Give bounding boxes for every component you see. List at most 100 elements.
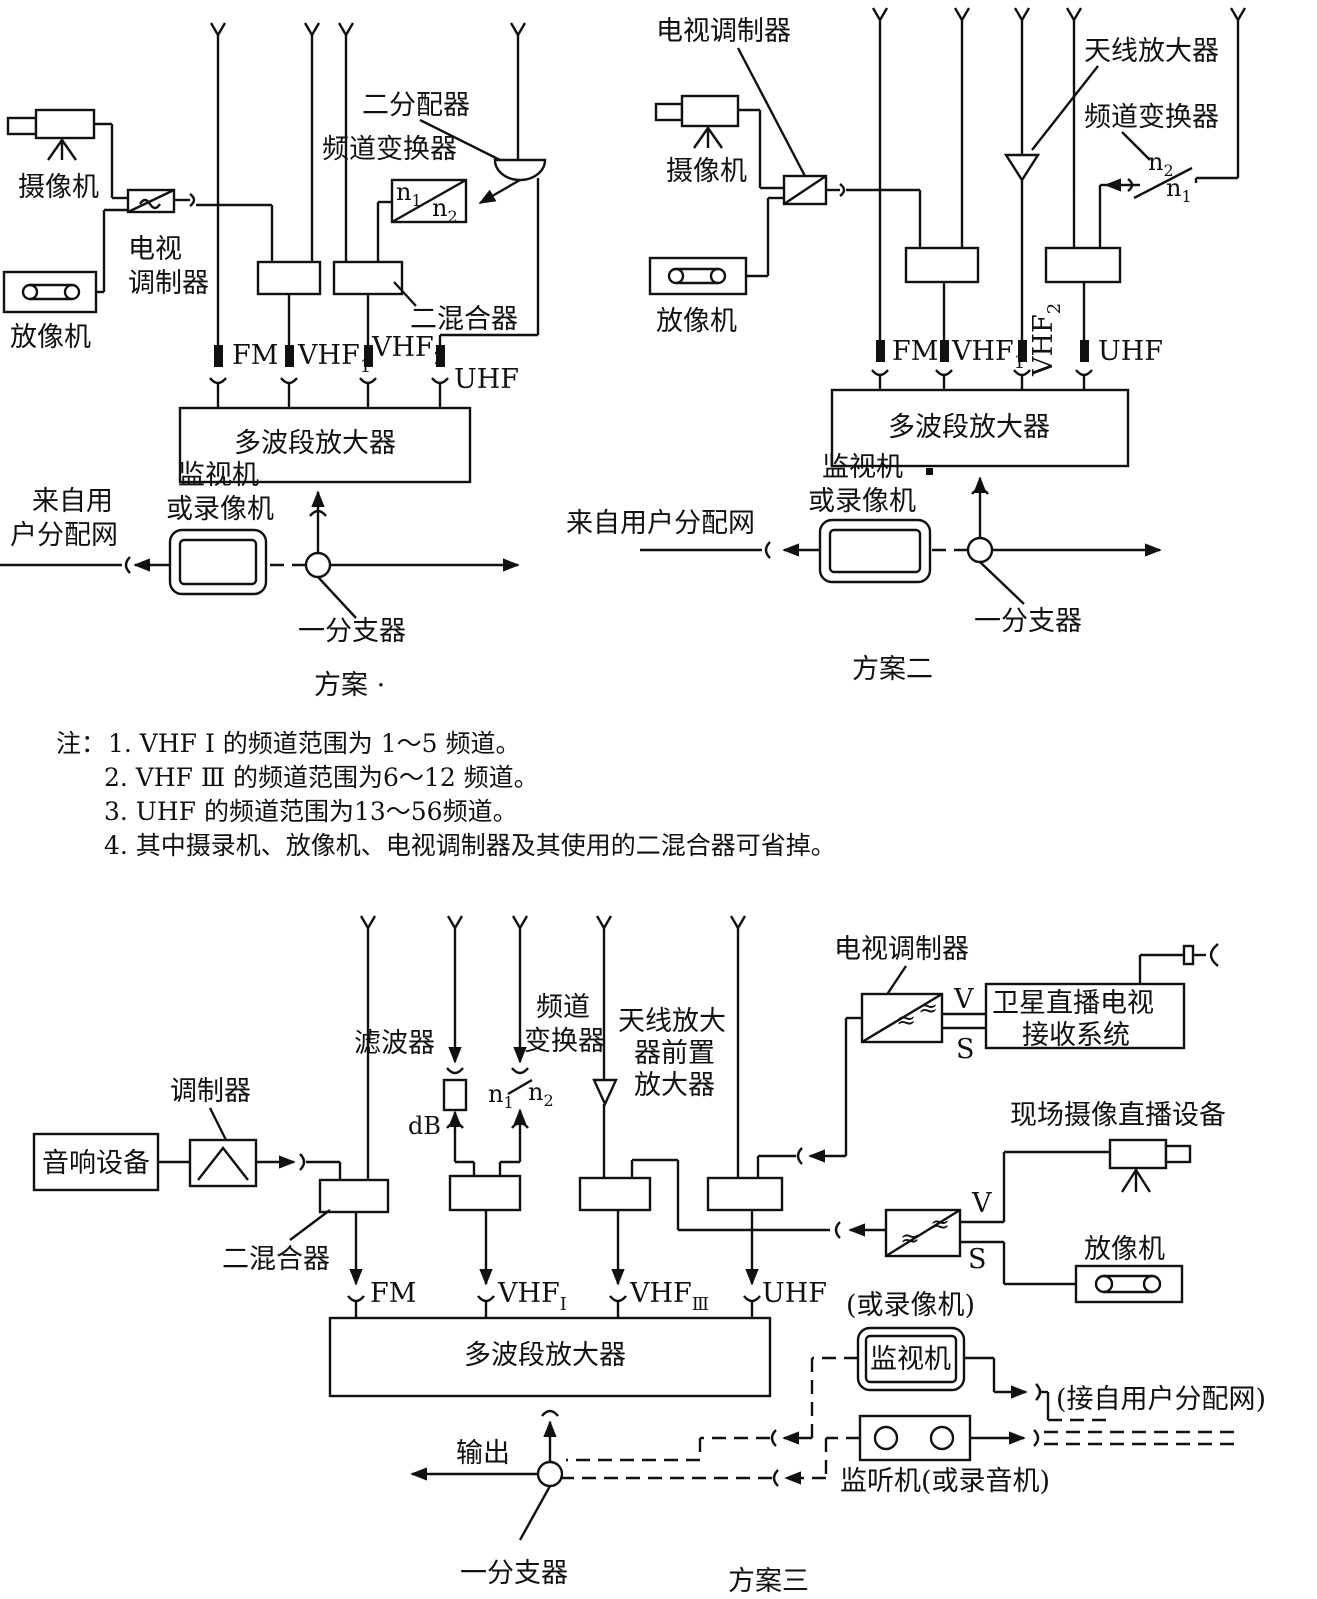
- mixer-box: [1044, 246, 1122, 284]
- listener-icon: [858, 1414, 972, 1462]
- amplifier-label: 多波段放大器: [464, 1340, 626, 1371]
- svg-text:n1: n1: [1166, 174, 1192, 206]
- n2-label: n: [432, 194, 447, 222]
- audio-equipment-box: [32, 1132, 160, 1192]
- vcr-label: 放像机: [656, 306, 737, 337]
- svg-text:≈: ≈: [918, 994, 938, 1022]
- monitor-label-line2: 或录像机: [808, 486, 916, 517]
- monitor-label: 监视机: [870, 1344, 951, 1375]
- antenna-icon: [209, 21, 227, 345]
- multiband-amplifier: [328, 1316, 772, 1398]
- tv-modulator-icon: [126, 188, 176, 214]
- satellite-receiver-box: [984, 982, 1186, 1050]
- converter-label-line2: 变换器: [524, 1026, 605, 1057]
- multiband-amplifier: [830, 388, 1130, 468]
- from-user-label-line1: 来自用: [32, 486, 113, 517]
- preamplifier-icon: [592, 1078, 618, 1107]
- antenna-icon: [595, 914, 613, 1080]
- svg-text:≈: ≈: [930, 1210, 950, 1238]
- vhf2-subscript: 2: [434, 348, 445, 369]
- n2-label: n: [528, 1078, 543, 1106]
- antenna-icon: [871, 6, 889, 340]
- svg-text:n1: n1: [488, 1080, 514, 1112]
- converter-label: 频道变换器: [1084, 102, 1219, 133]
- vhf3-label: VHFⅢ: [629, 1278, 709, 1315]
- channel-converter-icon: n2 n1: [1133, 148, 1193, 206]
- channel-converter-icon: n1 n2: [390, 178, 468, 226]
- n2-subscript: 2: [1163, 161, 1173, 180]
- modulator-label-line2: 调制器: [128, 268, 209, 299]
- modulator-label-line1: 电视: [128, 234, 182, 265]
- s-label-mid: S: [968, 1244, 987, 1275]
- uhf-label: UHF: [762, 1278, 827, 1309]
- camera-label: 摄像机: [18, 172, 99, 203]
- scheme-2: 电视调制器 天线放大器 频道变换器 摄像机: [566, 6, 1247, 685]
- antenna-icon: [1013, 6, 1031, 155]
- svg-text:n2: n2: [528, 1078, 554, 1110]
- note-3: 3. UHF 的频道范围为13～56频道。: [104, 797, 518, 826]
- antenna-icon: [509, 21, 527, 140]
- scheme2-caption: 方案二: [852, 654, 933, 685]
- antenna-icon: [1229, 6, 1247, 178]
- antenna-amplifier-label: 天线放大器: [1084, 36, 1219, 67]
- tv-modulator-label: 电视调制器: [656, 16, 791, 47]
- svg-text:n2: n2: [432, 194, 458, 226]
- uhf-label: UHF: [454, 364, 519, 395]
- vhf1-text: VHF: [951, 336, 1014, 367]
- mixer-box: [706, 1176, 784, 1212]
- n2-subscript: 2: [447, 207, 457, 226]
- n1-subscript: 1: [503, 1093, 513, 1112]
- scheme-3: 滤波器 频道 变换器 天线放大 器前置 放大器 dB n1 n2 电视调制器: [32, 914, 1266, 1597]
- antenna-icon: [446, 914, 464, 1064]
- vhf2-subscript: 2: [1044, 303, 1065, 314]
- tap-label: 一分支器: [460, 1558, 568, 1589]
- monitor-icon: [168, 528, 268, 596]
- n2-subscript: 2: [543, 1091, 553, 1110]
- vcr-label: 放像机: [1084, 1234, 1165, 1265]
- camera-label: 摄像机: [666, 156, 747, 187]
- modulator-label: 调制器: [170, 1076, 251, 1107]
- tap-icon: [304, 551, 332, 579]
- to-user-label: (接自用户分配网): [1056, 1384, 1266, 1415]
- antenna-icon: [359, 914, 377, 1180]
- fm-label: FM: [370, 1278, 416, 1309]
- vhf2-text: VHF: [1028, 314, 1059, 377]
- monitor-icon: [818, 518, 932, 584]
- antenna-icon: [1065, 6, 1083, 190]
- vhf3-text: VHF: [629, 1278, 692, 1309]
- note-4: 4. 其中摄录机、放像机、电视调制器及其使用的二混合器可省掉。: [104, 831, 836, 860]
- mixer-label: 二混合器: [410, 304, 518, 335]
- s-label-top: S: [956, 1034, 975, 1065]
- vhf1-subscript: 1: [360, 356, 371, 377]
- scheme1-caption: 方案 ·: [314, 670, 385, 701]
- listener-label: 监听机(或录音机): [840, 1466, 1050, 1497]
- vhf2-text: VHF: [371, 332, 434, 363]
- antenna-icon: [303, 21, 321, 205]
- notes: 注： 1. VHF Ⅰ 的频道范围为 1～5 频道。 2. VHF Ⅲ 的频道范…: [56, 729, 836, 860]
- mixer-label: 二混合器: [222, 1244, 330, 1275]
- n1-subscript: 1: [411, 191, 421, 210]
- preamp-label-line1: 天线放大: [618, 1006, 726, 1037]
- vhf3-subscript: Ⅲ: [692, 1294, 709, 1315]
- n1-label: n: [1166, 174, 1181, 202]
- n1-subscript: 1: [1181, 187, 1191, 206]
- vhf1-label: VHF1: [297, 340, 371, 377]
- tap-label: 一分支器: [298, 616, 406, 647]
- satellite-label-line2: 接收系统: [1022, 1020, 1130, 1051]
- channel-converter-icon: n1 n2: [488, 1078, 554, 1112]
- antenna-icon: [729, 914, 747, 1178]
- splitter-icon: [493, 140, 547, 182]
- svg-text:≈: ≈: [896, 1006, 916, 1034]
- vhf2-label: VHF2: [371, 332, 445, 369]
- converter-label-line1: 频道: [536, 992, 590, 1023]
- vhf2-label: VHF2: [1028, 303, 1065, 377]
- v-label-top: V: [953, 984, 974, 1015]
- mixer-box: [256, 260, 322, 296]
- monitor-label-line1: 监视机: [178, 460, 259, 491]
- vhf1-subscript: 1: [1014, 352, 1025, 373]
- vcr-icon: [1074, 1264, 1184, 1304]
- amplifier-label: 多波段放大器: [234, 428, 396, 459]
- antenna-icon: [337, 21, 355, 205]
- audio-label: 音响设备: [42, 1148, 150, 1179]
- monitor-label-line2: 或录像机: [166, 494, 274, 525]
